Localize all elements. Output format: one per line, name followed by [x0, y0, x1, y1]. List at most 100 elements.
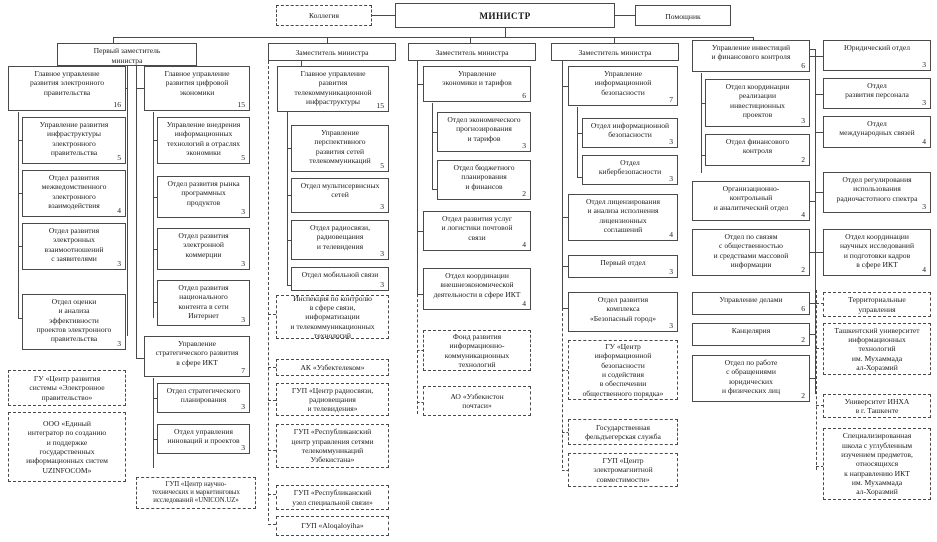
col6-item-label-7: Отдел по работе с обращениями юридически…	[721, 358, 781, 395]
col2-item-box-4[interactable]: Отдел развития национального контента в …	[157, 280, 250, 326]
col1-dashed-label-1: ГУ «Центр развития системы «Электронное …	[29, 374, 105, 402]
col3-dashed-box-4[interactable]: ГУП «Республиканский центр управления се…	[276, 424, 389, 468]
col5-item-box-4[interactable]: Отдел лицензирования и анализа исполнени…	[568, 194, 678, 241]
col3-dashed-link-2	[268, 367, 276, 368]
col5-item-label-2: Отдел информационной безопасности	[590, 121, 670, 140]
col7-dashed-label-3: Университет ИНХА в г. Ташкенте	[844, 396, 910, 415]
col1-item-box-1[interactable]: Управление развития инфраструктуры элект…	[22, 117, 126, 164]
col6-item-box-3[interactable]: Организационно- контрольный и аналитичес…	[692, 181, 810, 221]
col3-item-link-1	[287, 148, 292, 149]
col5-item-box-1[interactable]: Управление информационной безопасности 7	[568, 66, 678, 106]
col6-item-box-7[interactable]: Отдел по работе с обращениями юридически…	[692, 355, 810, 402]
deputy-box-1[interactable]: Первый заместитель министра	[57, 43, 197, 66]
col2-item-box-7[interactable]: Отдел управления инноваций и проектов 3	[157, 424, 250, 454]
col6-connect-1	[810, 56, 816, 57]
col3-item-label-4: Отдел мобильной связи	[301, 270, 379, 279]
col4-item-box-3[interactable]: Отдел бюджетного планирования и финансов…	[437, 160, 531, 200]
col2-dashed-box-1[interactable]: ГУП «Центр научно- технических и маркети…	[136, 477, 256, 509]
col1-item-label-4: Отдел оценки и анализа эффективности про…	[36, 297, 112, 344]
col4-item-count-4: 4	[522, 240, 526, 249]
col5-dashed-box-1[interactable]: ГУ «Центр информационной безопасности и …	[568, 340, 678, 400]
col4-item-box-4[interactable]: Отдел развития услуг и логистики почтово…	[423, 211, 531, 251]
col6-head-label: Управление инвестиций и финансового конт…	[711, 43, 791, 62]
col5-item-label-4: Отдел лицензирования и анализа исполнени…	[585, 197, 661, 234]
col4-item-link-1	[417, 84, 424, 85]
col6-item-box-6[interactable]: Канцелярия 2	[692, 323, 810, 346]
col5-item-box-3[interactable]: Отдел кибербезопасности 3	[582, 155, 678, 185]
col4-item-box-5[interactable]: Отдел координации внешнеэкономической де…	[423, 268, 531, 310]
col6-item-box-1[interactable]: Отдел координации реализации инвестицион…	[705, 79, 810, 127]
col4-item-box-1[interactable]: Управление экономики и тарифов 6	[423, 66, 531, 102]
deputy-box-2[interactable]: Заместитель министра	[268, 43, 396, 61]
col7-item-box-2[interactable]: Отдел развития персонала 3	[823, 78, 931, 109]
col4-dashed-box-2[interactable]: АО «Узбекистон почтаси»	[423, 386, 531, 416]
col4-item-label-3: Отдел бюджетного планирования и финансов	[453, 163, 515, 191]
col7-item-label-3: Отдел международных связей	[839, 119, 915, 138]
col6-item-box-5[interactable]: Управление делами 6	[692, 292, 810, 315]
col3-dashed-link-1	[268, 314, 276, 315]
deputy-box-4[interactable]: Заместитель министра	[551, 43, 679, 61]
col5-item-box-6[interactable]: Отдел развития комплекса «Безопасный гор…	[568, 292, 678, 332]
col2-item-box-2[interactable]: Отдел развития рынка программных продукт…	[157, 176, 250, 218]
col7-item-box-4[interactable]: Отдел регулирования использования радиоч…	[823, 172, 931, 213]
col3-dashed-box-2[interactable]: АК «Узбектелеком»	[276, 359, 389, 376]
col7-item-box-5[interactable]: Отдел координации научных исследований и…	[823, 229, 931, 276]
col3-item-box-1[interactable]: Управление перспективного развития сетей…	[291, 125, 389, 172]
col5-item-box-5[interactable]: Первый отдел 3	[568, 255, 678, 278]
col4-item-count-3: 2	[522, 189, 526, 198]
col1-item-box-2[interactable]: Отдел развития межведомственного электро…	[22, 170, 126, 217]
col3-dashed-box-5[interactable]: ГУП «Республиканский узел специальной св…	[276, 485, 389, 510]
col3-head-count: 15	[376, 101, 384, 110]
col3-dashed-box-1[interactable]: Инспекция по контролю в сфере связи, инф…	[276, 294, 389, 340]
col5-item-link-3	[577, 177, 583, 178]
pomoshnik-box[interactable]: Помощник	[635, 5, 731, 26]
col3-dashed-box-3[interactable]: ГУП «Центр радиосвязи, радиовещания и те…	[276, 383, 389, 416]
col3-item-count-3: 3	[380, 249, 384, 258]
col3-item-box-2[interactable]: Отдел мультисервисных сетей 3	[291, 178, 389, 213]
col6-item-label-5: Управление делами	[719, 295, 783, 304]
col1-item-label-3: Отдел развития электронных взаимоотношен…	[44, 226, 104, 263]
col1-dashed-box-2[interactable]: ООО «Единый интегратор по созданию и под…	[8, 412, 126, 482]
col1-item-count-1: 5	[117, 153, 121, 162]
col2-head-label: Главное управление развития цифровой эко…	[164, 69, 230, 97]
col3-head-box[interactable]: Главное управление развития телекоммуник…	[277, 66, 389, 112]
col5-spine	[562, 61, 563, 308]
col5-item-link-5	[562, 266, 569, 267]
col6-item-box-2[interactable]: Отдел финансового контроля 2	[705, 134, 810, 166]
col6-head-box[interactable]: Управление инвестиций и финансового конт…	[692, 40, 810, 72]
col1-item-box-3[interactable]: Отдел развития электронных взаимоотношен…	[22, 223, 126, 270]
col7-item-box-3[interactable]: Отдел международных связей 4	[823, 116, 931, 148]
col1-item-label-2: Отдел развития межведомственного электро…	[41, 173, 107, 210]
col2-item-box-6[interactable]: Отдел стратегического планирования 3	[157, 383, 250, 413]
col4-item-box-2[interactable]: Отдел экономического прогнозирования и т…	[437, 112, 531, 152]
col6-item-count-3: 4	[801, 210, 805, 219]
kollegia-box[interactable]: Коллегия	[276, 5, 372, 26]
col7-item-box-1[interactable]: Юридический отдел 3	[823, 40, 931, 71]
col5-dashed-box-2[interactable]: Государственная фельдъегерская служба	[568, 419, 678, 445]
col7-dashed-box-1[interactable]: Территориальные управления	[823, 292, 931, 317]
col2-item-box-5[interactable]: Управление стратегического развития в сф…	[144, 336, 250, 377]
col1-item-count-4: 3	[117, 339, 121, 348]
col5-item-box-2[interactable]: Отдел информационной безопасности 3	[582, 118, 678, 148]
col7-dashed-box-2[interactable]: Ташкентский университет информационных т…	[823, 323, 931, 375]
col2-item-box-3[interactable]: Отдел развития электронной коммерции 3	[157, 228, 250, 270]
col1-head-box[interactable]: Главное управление развития электронного…	[8, 66, 126, 111]
minister-box[interactable]: МИНИСТР	[395, 3, 615, 28]
col4-item-label-2: Отдел экономического прогнозирования и т…	[447, 115, 521, 143]
col3-dashed-box-6[interactable]: ГУП «Aloqaloyiha»	[276, 516, 389, 536]
col5-dashed-box-3[interactable]: ГУП «Центр электромагнитной совместимост…	[568, 453, 678, 487]
col7-dashed-box-4[interactable]: Специализированная школа с углубленным и…	[823, 428, 931, 500]
deputy-box-3[interactable]: Заместитель министра	[408, 43, 536, 61]
col1-item-box-4[interactable]: Отдел оценки и анализа эффективности про…	[22, 294, 126, 350]
col6-item-box-4[interactable]: Отдел по связям с общественностью и сред…	[692, 229, 810, 276]
col2-item-box-1[interactable]: Управление внедрения информационных техн…	[157, 117, 250, 164]
col2-head-box[interactable]: Главное управление развития цифровой эко…	[144, 66, 250, 111]
col1-head-link	[126, 88, 128, 89]
col1-dashed-box-1[interactable]: ГУ «Центр развития системы «Электронное …	[8, 370, 126, 406]
col7-dashed-box-3[interactable]: Университет ИНХА в г. Ташкенте	[823, 394, 931, 418]
drop-deputy-2	[327, 37, 328, 43]
col4-dashed-box-1[interactable]: Фонд развития информационно- коммуникаци…	[423, 330, 531, 371]
col3-item-box-3[interactable]: Отдел радиосвязи, радиовещания и телевид…	[291, 220, 389, 260]
col5-dashed-link-3	[562, 470, 569, 471]
col3-item-box-4[interactable]: Отдел мобильной связи 3	[291, 267, 389, 291]
